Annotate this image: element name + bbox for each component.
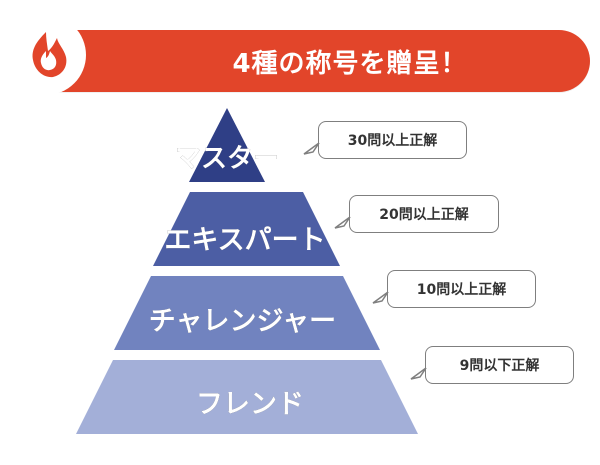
tier-label-expert: エキスパート <box>164 225 326 256</box>
requirement-text: 30問以上正解 <box>347 133 438 149</box>
requirement-callout-friend: 9問以下正解 <box>410 346 574 384</box>
callout-pointer-icon <box>410 367 427 380</box>
requirement-text: 9問以下正解 <box>459 358 540 374</box>
requirement-callout-master: 30問以上正解 <box>303 121 467 159</box>
page-title: 4種の称号を贈呈！ <box>232 48 468 79</box>
requirement-callout-challenger: 10問以上正解 <box>372 270 536 308</box>
tier-label-master: マスター <box>174 144 279 174</box>
callout-pointer-icon <box>372 291 389 304</box>
requirement-text: 20問以上正解 <box>379 207 469 223</box>
title-banner <box>18 30 590 92</box>
callout-pointer-icon <box>303 142 320 155</box>
requirement-text: 10問以上正解 <box>416 282 507 298</box>
tier-label-friend: フレンド <box>196 389 304 420</box>
callout-pointer-icon <box>334 216 351 229</box>
fire-icon <box>6 15 86 95</box>
tier-label-challenger: チャレンジャー <box>148 306 337 337</box>
requirement-callout-expert: 20問以上正解 <box>334 195 499 233</box>
